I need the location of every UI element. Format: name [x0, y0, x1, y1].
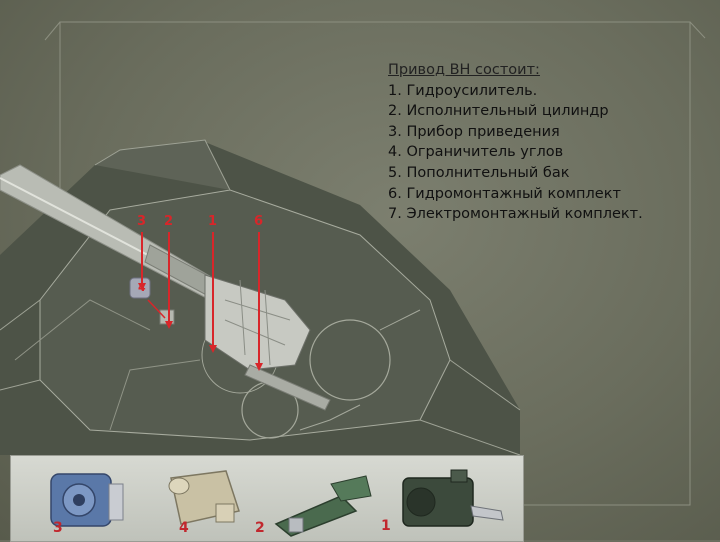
callout-lines — [138, 232, 263, 371]
legend-item-4: 4. Ограничитель углов — [388, 144, 564, 161]
part-label-3: 3 — [53, 520, 63, 536]
part-actuator-cylinder — [274, 475, 372, 537]
parts-panel: 3 4 2 1 — [10, 455, 524, 542]
legend: Привод ВН состоит: 1. Гидроусилитель. 2.… — [388, 60, 708, 225]
part-angle-limiter — [168, 470, 240, 525]
part-sighting-device — [50, 473, 124, 527]
legend-item-7: 7. Электромонтажный комплект. — [388, 206, 643, 223]
legend-item-1: 1. Гидроусилитель. — [388, 82, 538, 99]
legend-item-6: 6. Гидромонтажный комплект — [388, 185, 621, 202]
callout-6: 6 — [254, 214, 264, 229]
legend-item-3: 3. Прибор приведения — [388, 123, 560, 140]
callout-1: 1 — [208, 214, 218, 229]
part-label-2: 2 — [255, 520, 265, 536]
callout-2: 2 — [164, 214, 174, 229]
part-label-4: 4 — [179, 520, 189, 536]
part-hydraulic-booster — [402, 469, 504, 527]
legend-item-5: 5. Пополнительный бак — [388, 164, 570, 181]
legend-item-2: 2. Исполнительный цилиндр — [388, 103, 609, 120]
legend-title: Привод ВН состоит: — [388, 62, 540, 78]
callout-3: 3 — [137, 214, 147, 229]
hatch-ring-right — [309, 319, 391, 401]
parts-illustrations — [50, 469, 504, 537]
frame-corner — [44, 21, 706, 41]
part-label-1: 1 — [381, 518, 391, 534]
callout-4: 4 — [138, 281, 146, 294]
